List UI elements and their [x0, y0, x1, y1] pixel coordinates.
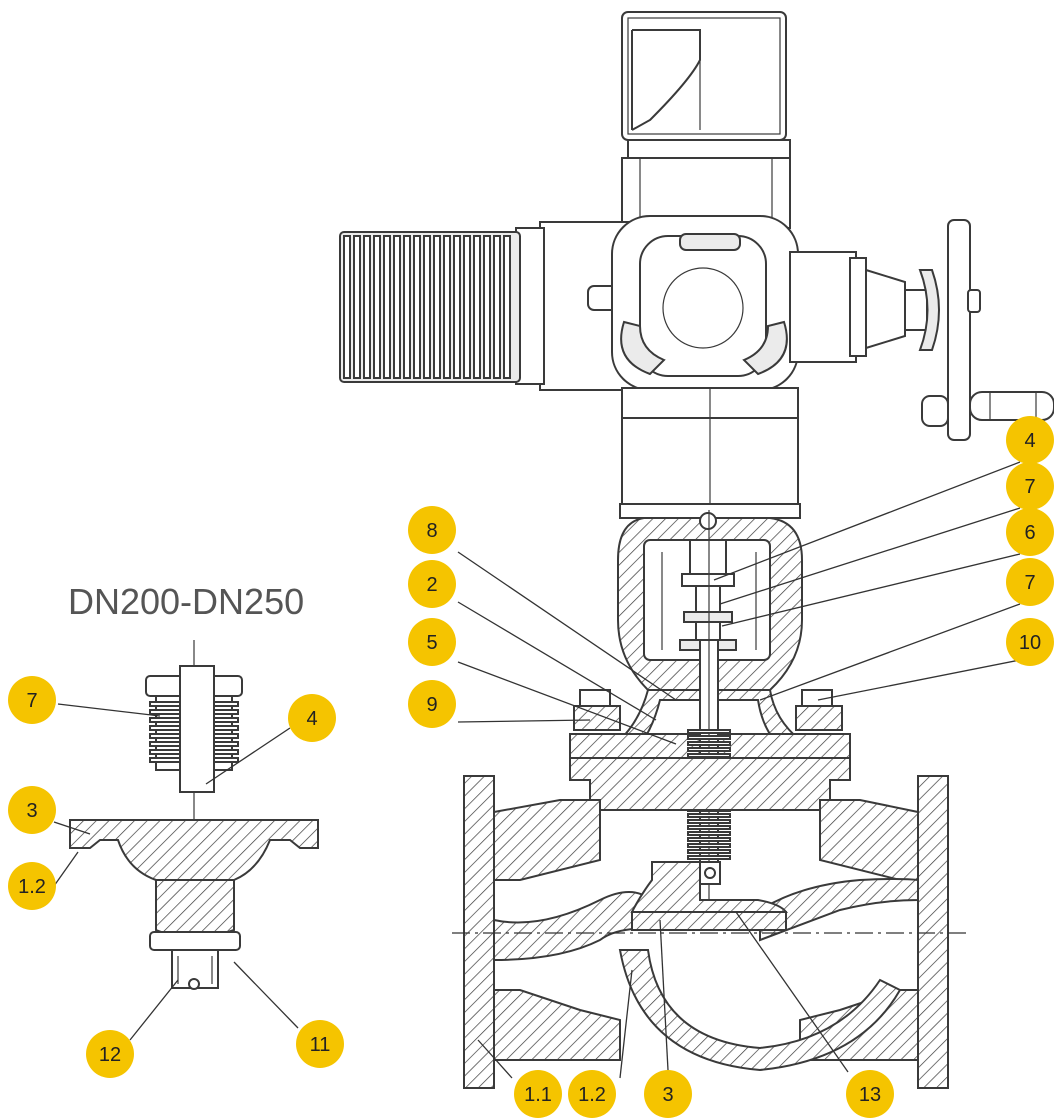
bellows-convolution — [687, 855, 731, 860]
valve-body — [463, 757, 949, 1089]
svg-text:7: 7 — [1024, 572, 1035, 594]
leader-lines — [53, 461, 1021, 1079]
svg-text:13: 13 — [859, 1084, 881, 1106]
detail-callout-7: 7 — [8, 676, 56, 724]
motor-cooling-fin — [353, 235, 361, 379]
motor-cooling-fin — [453, 235, 461, 379]
callout-2: 2 — [408, 560, 456, 608]
motor-cooling-fin — [503, 235, 511, 379]
callout-8: 8 — [408, 506, 456, 554]
motor-cooling-fin — [473, 235, 481, 379]
terminal-box — [621, 11, 791, 159]
svg-text:7: 7 — [26, 690, 37, 712]
bellows-convolution — [687, 741, 731, 746]
svg-text:5: 5 — [426, 632, 437, 654]
detail-title: DN200-DN250 — [68, 581, 304, 622]
bellows-convolution — [687, 825, 731, 830]
callouts: 4 7 6 7 10 8 2 5 — [8, 416, 1054, 1118]
detail-view: DN200-DN250 — [68, 581, 319, 990]
callout-1.2: 1.2 — [568, 1070, 616, 1118]
detail-callout-3: 3 — [8, 786, 56, 834]
motor-cooling-fin — [443, 235, 451, 379]
callout-13: 13 — [846, 1070, 894, 1118]
motor-cooling-fin — [413, 235, 421, 379]
gearbox-lower — [621, 387, 799, 505]
svg-text:9: 9 — [426, 694, 437, 716]
bellows-convolution — [687, 831, 731, 836]
svg-text:4: 4 — [306, 708, 317, 730]
detail-gland — [145, 665, 243, 793]
svg-text:1.2: 1.2 — [18, 876, 46, 898]
callout-1.1: 1.1 — [514, 1070, 562, 1118]
callout-7: 7 — [1006, 462, 1054, 510]
motor-cooling-fin — [433, 235, 441, 379]
callout-7: 7 — [1006, 558, 1054, 606]
detail-callout-11: 11 — [296, 1020, 344, 1068]
bellows-convolution — [687, 849, 731, 854]
svg-text:1.1: 1.1 — [524, 1084, 552, 1106]
svg-text:3: 3 — [662, 1084, 673, 1106]
motor-cooling-fin — [483, 235, 491, 379]
detail-callout-1.2: 1.2 — [8, 862, 56, 910]
callout-9: 9 — [408, 680, 456, 728]
motor — [339, 221, 641, 391]
motor-cooling-fin — [463, 235, 471, 379]
svg-text:8: 8 — [426, 520, 437, 542]
handwheel-crank-handle — [921, 391, 1054, 427]
motor-cooling-fin — [373, 235, 381, 379]
motor-cooling-fin — [423, 235, 431, 379]
detail-callout-4: 4 — [288, 694, 336, 742]
svg-text:2: 2 — [426, 574, 437, 596]
motor-cooling-fin — [363, 235, 371, 379]
bellows-convolution — [687, 819, 731, 824]
bellows-convolution — [687, 837, 731, 842]
bonnet — [569, 689, 851, 761]
svg-text:4: 4 — [1024, 430, 1035, 452]
electric-actuator — [339, 11, 1054, 505]
bellows-convolution — [687, 753, 731, 758]
svg-text:6: 6 — [1024, 522, 1035, 544]
svg-text:3: 3 — [26, 800, 37, 822]
svg-text:10: 10 — [1019, 632, 1041, 654]
bellows-convolution — [687, 813, 731, 818]
bellows-convolution — [687, 843, 731, 848]
svg-text:7: 7 — [1024, 476, 1035, 498]
motor-cooling-fin — [493, 235, 501, 379]
svg-text:1.2: 1.2 — [578, 1084, 606, 1106]
control-unit — [611, 215, 799, 391]
callout-5: 5 — [408, 618, 456, 666]
motor-cooling-fin — [403, 235, 411, 379]
detail-plug — [149, 879, 241, 990]
callout-4: 4 — [1006, 416, 1054, 464]
motor-cooling-fin — [383, 235, 391, 379]
svg-text:12: 12 — [99, 1044, 121, 1066]
callout-10: 10 — [1006, 618, 1054, 666]
bellows-convolution — [687, 747, 731, 752]
callout-3: 3 — [644, 1070, 692, 1118]
bellows-convolution — [687, 729, 731, 734]
svg-text:11: 11 — [310, 1034, 331, 1056]
detail-callout-12: 12 — [86, 1030, 134, 1078]
motor-cooling-fin — [393, 235, 401, 379]
handwheel-assembly — [789, 219, 1054, 441]
motor-cooling-fin — [343, 235, 351, 379]
bellows-convolution — [687, 735, 731, 740]
callout-6: 6 — [1006, 508, 1054, 556]
